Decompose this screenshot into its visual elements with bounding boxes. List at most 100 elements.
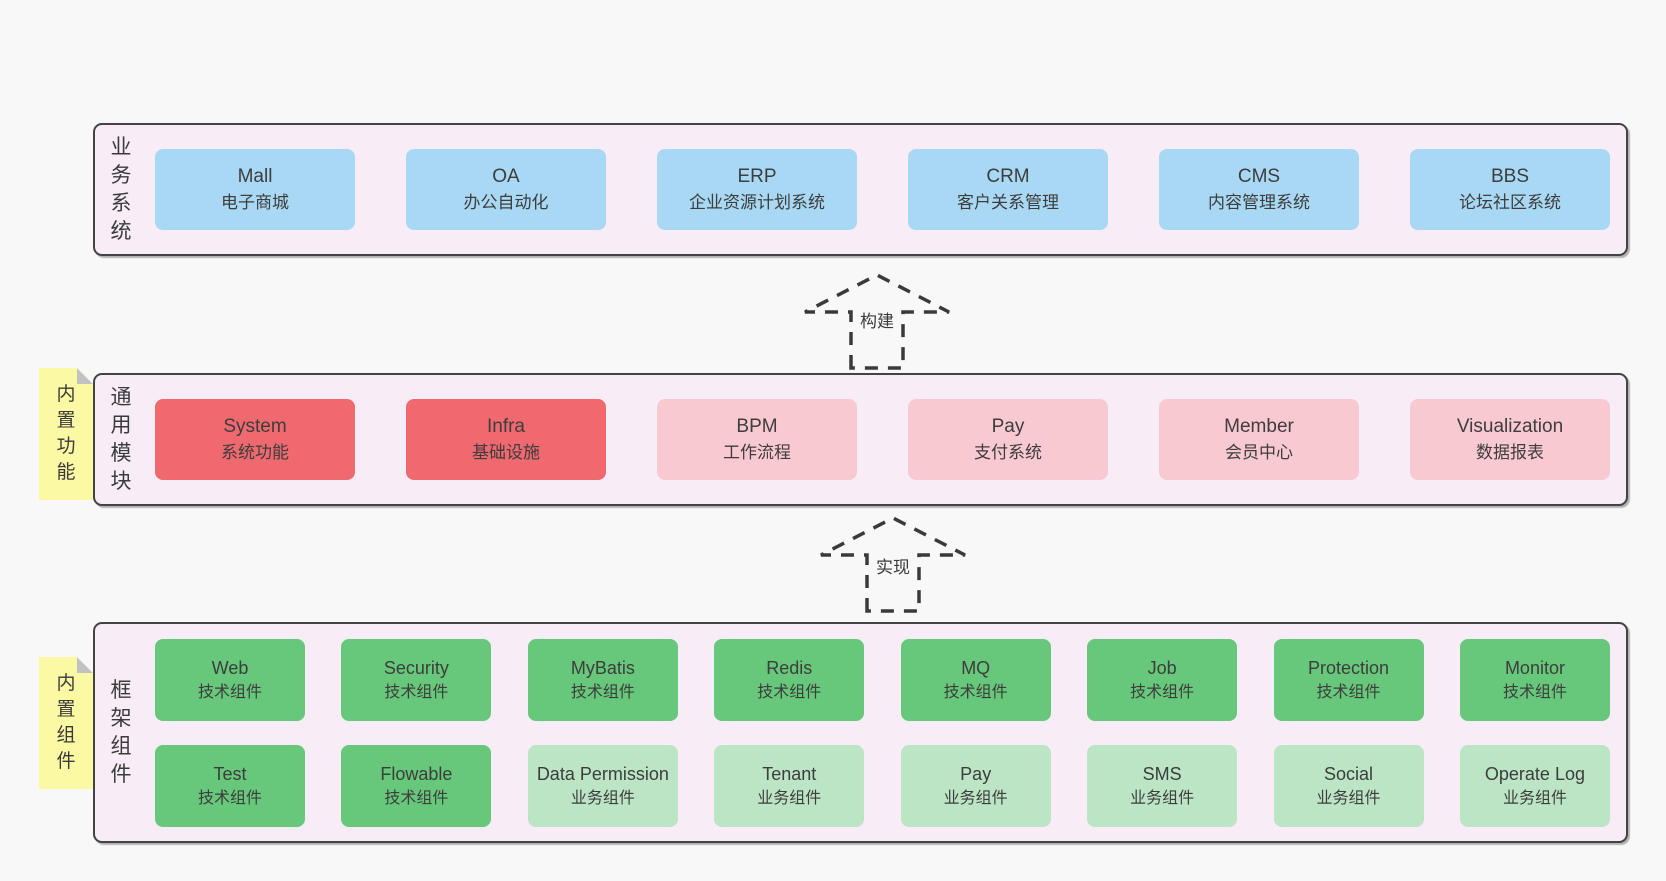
box-name: Redis xyxy=(766,657,813,678)
box-name: SMS xyxy=(1142,763,1182,784)
panel-label-text: 通用模块 xyxy=(110,385,132,493)
box-name: Pay xyxy=(991,416,1025,437)
box-desc: 技术组件 xyxy=(384,683,449,701)
box-name: Test xyxy=(213,763,247,784)
box-name: Member xyxy=(1224,416,1294,437)
box-desc: 技术组件 xyxy=(570,683,635,701)
business-box-bbs: BBS 论坛社区系统 xyxy=(1410,149,1610,230)
box-desc: 业务组件 xyxy=(943,789,1008,807)
folded-corner-icon xyxy=(77,368,93,384)
component-box-operate-log: Operate Log 业务组件 xyxy=(1459,744,1610,827)
box-desc: 技术组件 xyxy=(1130,683,1195,701)
box-desc: 业务组件 xyxy=(1502,789,1567,807)
box-name: Mall xyxy=(237,166,273,187)
box-name: CMS xyxy=(1237,166,1281,187)
note-built-in-functions: 内置功能 xyxy=(39,368,93,500)
box-desc: 会员中心 xyxy=(1225,443,1293,462)
arrow-label-bg xyxy=(869,551,917,582)
components-row-2: Test 技术组件 Flowable 技术组件 Data Permission 业务组件 T… xyxy=(155,744,1610,827)
box-desc: 业务组件 xyxy=(1316,789,1381,807)
box-name: ERP xyxy=(737,166,777,187)
module-box-pay: Pay 支付系统 xyxy=(908,399,1108,480)
module-box-member: Member 会员中心 xyxy=(1159,399,1359,480)
implement-arrow-label: 实现 xyxy=(876,558,910,577)
note-text: 内置组件 xyxy=(56,673,76,772)
box-desc: 内容管理系统 xyxy=(1208,193,1310,212)
box-desc: 客户关系管理 xyxy=(957,193,1059,212)
component-box-web: Web 技术组件 xyxy=(155,638,305,721)
arrow-label-bg xyxy=(853,305,901,336)
box-name: Monitor xyxy=(1504,657,1565,678)
box-name: BBS xyxy=(1490,166,1530,187)
module-box-infra: Infra 基础设施 xyxy=(406,399,606,480)
box-desc: 业务组件 xyxy=(570,789,635,807)
component-box-monitor: Monitor 技术组件 xyxy=(1459,638,1610,721)
component-box-security: Security 技术组件 xyxy=(341,638,492,721)
box-name: Pay xyxy=(960,763,992,784)
panel-components-label: 框架组件 xyxy=(95,624,147,841)
box-desc: 基础设施 xyxy=(472,443,540,462)
panel-modules-label: 通用模块 xyxy=(95,375,147,504)
box-desc: 技术组件 xyxy=(197,789,262,807)
box-desc: 技术组件 xyxy=(943,683,1008,701)
box-name: Security xyxy=(383,657,449,678)
box-name: Operate Log xyxy=(1484,763,1585,784)
box-name: Tenant xyxy=(762,763,817,784)
box-desc: 系统功能 xyxy=(221,443,289,462)
component-box-flowable: Flowable 技术组件 xyxy=(341,744,492,827)
box-desc: 办公自动化 xyxy=(463,193,549,212)
up-arrow-icon xyxy=(820,516,966,613)
box-desc: 技术组件 xyxy=(1316,683,1381,701)
component-box-test: Test 技术组件 xyxy=(155,744,305,827)
panel-label-text: 业务系统 xyxy=(110,135,132,243)
business-box-erp: ERP 企业资源计划系统 xyxy=(657,149,857,230)
box-name: Data Permission xyxy=(536,763,669,784)
box-desc: 企业资源计划系统 xyxy=(689,193,825,212)
build-arrow: 构建 xyxy=(804,273,950,370)
box-name: Job xyxy=(1147,657,1177,678)
box-desc: 业务组件 xyxy=(1130,789,1195,807)
box-desc: 支付系统 xyxy=(974,443,1042,462)
panel-business-label: 业务系统 xyxy=(95,125,147,254)
note-text: 内置功能 xyxy=(56,384,76,483)
component-box-redis: Redis 技术组件 xyxy=(714,638,865,721)
box-desc: 技术组件 xyxy=(197,683,262,701)
up-arrow-icon xyxy=(804,273,950,370)
component-box-mq: MQ 技术组件 xyxy=(900,638,1051,721)
box-name: Flowable xyxy=(380,763,453,784)
box-desc: 论坛社区系统 xyxy=(1459,193,1561,212)
box-desc: 技术组件 xyxy=(1502,683,1567,701)
box-name: Infra xyxy=(486,416,526,437)
box-name: Social xyxy=(1324,763,1374,784)
box-name: MQ xyxy=(961,657,991,678)
component-box-job: Job 技术组件 xyxy=(1087,638,1238,721)
panel-label-text: 框架组件 xyxy=(110,678,132,786)
component-box-social: Social 业务组件 xyxy=(1273,744,1424,827)
box-desc: 技术组件 xyxy=(757,683,822,701)
box-name: OA xyxy=(492,166,520,187)
build-arrow-label: 构建 xyxy=(860,312,894,331)
box-name: Protection xyxy=(1308,657,1390,678)
component-box-protection: Protection 技术组件 xyxy=(1273,638,1424,721)
box-name: BPM xyxy=(736,416,778,437)
component-box-data-permission: Data Permission 业务组件 xyxy=(527,744,678,827)
business-box-cms: CMS 内容管理系统 xyxy=(1159,149,1359,230)
box-desc: 数据报表 xyxy=(1476,443,1544,462)
box-name: Web xyxy=(211,657,249,678)
box-desc: 技术组件 xyxy=(384,789,449,807)
business-box-oa: OA 办公自动化 xyxy=(406,149,606,230)
component-box-pay: Pay 业务组件 xyxy=(900,744,1051,827)
